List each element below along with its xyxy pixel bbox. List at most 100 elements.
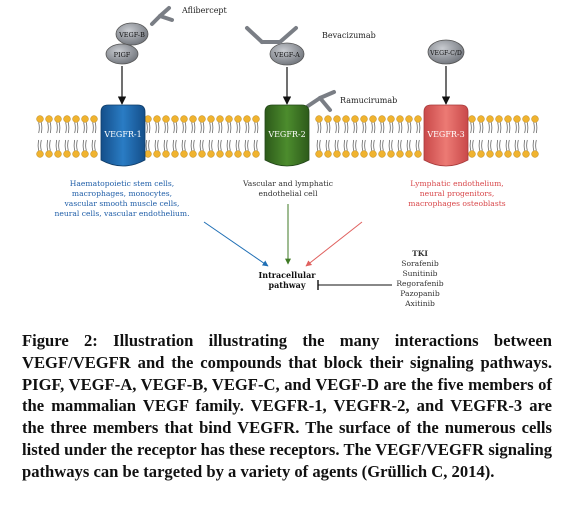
vegfr1-label: VEGFR-1 [103,130,141,139]
lipid-head [216,115,224,123]
lipid-head [387,150,395,158]
lipid-tail [154,139,157,151]
receptor-vegfr2: VEGFR-2 [264,104,310,167]
lipid-tail [182,122,184,134]
lipid-tail [175,139,177,151]
lipid-tail [83,122,85,134]
lipid-tail [371,122,373,134]
lipid-tail [328,139,330,151]
lipid-tail [85,139,87,151]
lipid-head [180,115,188,123]
vegf-cd-label: VEGF-C/D [429,50,462,57]
lipid-tail [254,122,256,134]
lipid-head [180,150,188,158]
lipid-tail [409,139,411,151]
lipid-head [63,115,71,123]
aflibercept-label: Aflibercept [181,6,228,15]
lipid-tail [76,122,79,134]
lipid-tail [211,139,213,151]
lipid-tail [76,139,78,151]
lipid-head [72,150,80,158]
lipid-tail [515,122,517,134]
lipid-tail [361,139,364,151]
figure-caption: Figure 2: Illustration illustrating the … [22,330,552,483]
lipid-tail [380,122,382,134]
lipid-tail [226,139,229,151]
lipid-head [216,150,224,158]
lipid-tail [472,139,474,151]
vegfr3-cell-line: macrophages osteoblasts [408,199,505,208]
lipid-tail [355,139,357,151]
lipid-tail [355,122,358,134]
lipid-tail [400,122,403,134]
lipid-tail [496,139,499,151]
lipid-head [414,115,422,123]
lipid-tail [173,122,175,134]
lipid-tail [526,139,528,151]
lipid-tail [535,122,538,134]
lipid-tail [74,122,76,134]
lipid-tail [317,122,319,134]
lipid-head [144,115,152,123]
vegf-b-label: VEGF-B [118,31,145,39]
lipid-tail [47,122,49,134]
lipid-tail [397,139,400,151]
lipid-tail [220,139,222,151]
lipid-head [243,115,251,123]
lipid-tail [175,122,178,134]
lipid-tail [172,139,175,151]
tki-title: TKI [412,249,428,258]
lipid-head [171,150,179,158]
lipid-head [63,150,71,158]
lipid-tail [200,122,202,134]
tki-drug: Regorafenib [396,279,443,288]
lipid-head [198,115,206,123]
lipid-head [495,115,503,123]
lipid-tail [67,139,69,151]
lipid-head [45,115,53,123]
lipid-tail [505,139,508,151]
lipid-tail [202,122,205,134]
lipid-tail [328,122,331,134]
lipid-tail [256,122,259,134]
lipid-tail [398,122,400,134]
lipid-tail [190,139,193,151]
lipid-tail [523,139,526,151]
lipid-tail [40,122,43,134]
lipid-tail [218,122,220,134]
vegfr1-cell-line: vascular smooth muscle cells, [64,199,180,208]
lipid-head [54,115,62,123]
lipid-tail [337,139,339,151]
lipid-head [252,150,260,158]
vegf-signaling-diagram: VEGF-B PIGF VEGF-A VEGF-C/D Aflibercept … [36,6,539,308]
lipid-tail [343,139,346,151]
lipid-tail [335,122,337,134]
lipid-tail [400,139,402,151]
ramucirumab-label: Ramucirumab [340,96,397,105]
lipid-tail [148,139,150,151]
lipid-head [36,115,44,123]
vegfr1-pathway-arrow [203,221,269,267]
tki-drug: Pazopanib [400,289,440,298]
lipid-head [207,115,215,123]
lipid-tail [193,122,196,134]
lipid-tail [157,122,160,134]
lipid-tail [352,139,355,151]
lipid-head [162,115,170,123]
lipid-tail [326,122,328,134]
lipid-tail [407,122,409,134]
lipid-head [342,115,350,123]
lipid-head [72,115,80,123]
lipid-tail [391,139,393,151]
lipid-head [396,115,404,123]
lipid-head [252,115,260,123]
lipid-tail [391,122,394,134]
lipid-tail [155,122,157,134]
lipid-head [171,115,179,123]
vegfr1-cell-line: macrophages, monocytes, [72,189,172,198]
vegfr1-cell-line: Haematopoietic stem cells, [70,179,174,188]
lipid-head [378,150,386,158]
lipid-tail [499,139,501,151]
lipid-tail [373,139,375,151]
lipid-tail [166,122,169,134]
